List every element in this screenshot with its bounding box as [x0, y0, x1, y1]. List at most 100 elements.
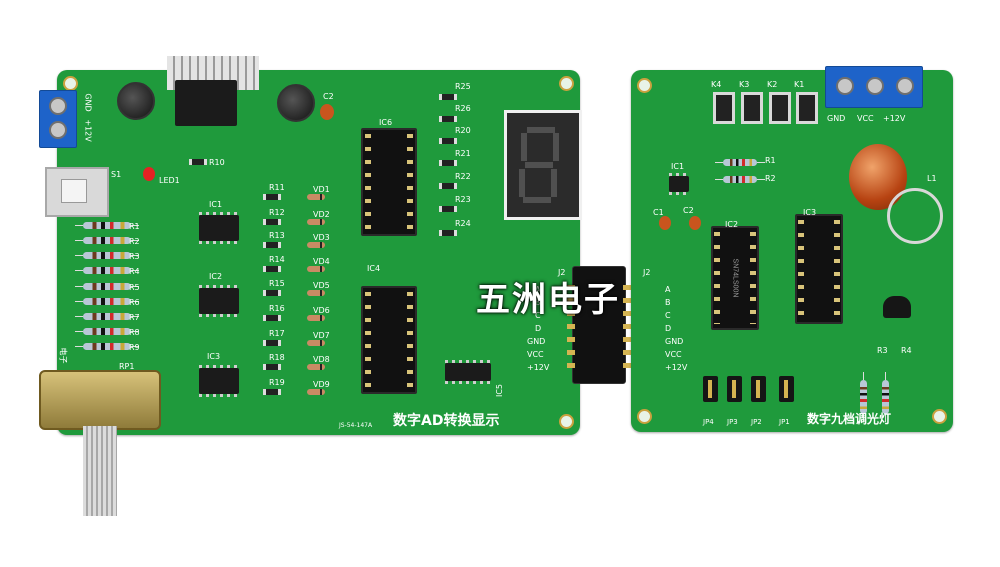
display-resistor-label: R22: [455, 172, 471, 181]
watermark-text: 五洲电子: [476, 280, 620, 320]
ic3-label: IC3: [803, 208, 817, 217]
ic2-chip: [199, 285, 239, 317]
connector-pin-label: +12V: [665, 363, 688, 372]
display-resistor-label: R25: [455, 82, 471, 91]
diode: [307, 219, 325, 225]
ic5-label: IC5: [495, 383, 505, 398]
ic4-label: IC4: [367, 264, 381, 273]
ic1-label: IC1: [671, 162, 685, 171]
board-interconnect-header[interactable]: [567, 266, 631, 384]
power-label: VCC: [857, 114, 874, 123]
power-switch[interactable]: [45, 167, 109, 217]
c2-label: C2: [323, 92, 334, 101]
jumper-label: JP3: [727, 418, 738, 426]
resistor: [75, 237, 139, 244]
diode-label: VD3: [313, 233, 330, 242]
display-resistor-label: R20: [455, 126, 471, 135]
r2-label: R2: [765, 174, 776, 183]
resistor: [715, 159, 765, 166]
jp4-jumper[interactable]: [703, 376, 718, 402]
resistor-label: R7: [129, 313, 140, 322]
resistor-label: R8: [129, 328, 140, 337]
k1-button[interactable]: [796, 92, 818, 124]
r10-label: R10: [209, 158, 225, 167]
connector-pin-label: C: [665, 311, 671, 320]
k2-button[interactable]: [769, 92, 791, 124]
right-board-title: 数字九档调光灯: [807, 412, 892, 426]
ic5-chip: [445, 360, 491, 384]
jumper-label: JP2: [751, 418, 762, 426]
smd-resistor: [263, 340, 281, 346]
seven-segment-digit-icon: [519, 127, 559, 203]
mounting-hole: [63, 76, 78, 91]
right-pcb-board: K4 K3 K2 K1 GND VCC +12V R1 R2 IC1 C1 C2…: [631, 66, 953, 432]
diode: [307, 389, 325, 395]
resistor-label: R6: [129, 298, 140, 307]
ic3-chip: [199, 365, 239, 397]
connector-pin-label: D: [665, 324, 672, 333]
switch-label: S1: [111, 170, 122, 179]
diode: [307, 242, 325, 248]
jp2-jumper[interactable]: [751, 376, 766, 402]
ic1-label: IC1: [209, 200, 223, 209]
ic2-label: IC2: [209, 272, 223, 281]
smd-resistor: [263, 242, 281, 248]
diode-label: VD9: [313, 380, 330, 389]
button-label: K1: [794, 80, 805, 89]
mounting-hole: [637, 409, 652, 424]
resistor-label: R9: [129, 343, 140, 352]
k3-button[interactable]: [741, 92, 763, 124]
electrolytic-capacitor: [277, 84, 315, 122]
resistor: [882, 380, 889, 414]
connector-pin-label: VCC: [527, 350, 544, 359]
r1-label: R1: [765, 156, 776, 165]
smd-resistor: [439, 160, 457, 166]
diode: [307, 290, 325, 296]
mounting-hole: [932, 409, 947, 424]
ic3-label: IC3: [207, 352, 221, 361]
ceramic-capacitor: [689, 216, 701, 230]
smd-resistor: [439, 94, 457, 100]
connector-pin-label: C: [535, 311, 541, 320]
resistor-label: R3: [129, 252, 140, 261]
mid-resistor-label: R17: [269, 329, 285, 338]
voltage-regulator: [175, 80, 237, 126]
resistor: [715, 176, 765, 183]
smd-resistor: [263, 219, 281, 225]
jp3-jumper[interactable]: [727, 376, 742, 402]
connector-pin-label: B: [665, 298, 671, 307]
resistor-label: R2: [129, 237, 140, 246]
smd-resistor: [439, 206, 457, 212]
resistor: [75, 283, 139, 290]
c1-label: C1: [653, 208, 664, 217]
diode-label: VD6: [313, 306, 330, 315]
potentiometer-shaft[interactable]: [83, 426, 117, 516]
display-resistor-label: R23: [455, 195, 471, 204]
smd-resistor: [439, 116, 457, 122]
jumper-label: JP4: [703, 418, 714, 426]
ic1-chip: [669, 173, 689, 195]
diode-label: VD1: [313, 185, 330, 194]
ic4-socket: [361, 286, 417, 394]
potentiometer-body[interactable]: [39, 370, 161, 430]
power-terminal-block: [825, 66, 923, 108]
ceramic-capacitor: [320, 104, 334, 120]
mid-resistor-label: R16: [269, 304, 285, 313]
resistor: [75, 222, 139, 229]
ic2-chip: SN74LS00N: [711, 226, 759, 330]
connector-pin-label: A: [665, 285, 671, 294]
j2-label: J2: [643, 268, 651, 277]
connector-pin-label: GND: [527, 337, 546, 346]
resistor: [75, 298, 139, 305]
smd-resistor: [439, 183, 457, 189]
jp1-jumper[interactable]: [779, 376, 794, 402]
k4-button[interactable]: [713, 92, 735, 124]
diode: [307, 364, 325, 370]
mid-resistor-label: R15: [269, 279, 285, 288]
power-terminal-block: [39, 90, 77, 148]
smd-resistor: [263, 290, 281, 296]
diode-label: VD5: [313, 281, 330, 290]
mid-resistor-label: R18: [269, 353, 285, 362]
jumper-label: JP1: [779, 418, 790, 426]
power-label: +12V: [883, 114, 906, 123]
